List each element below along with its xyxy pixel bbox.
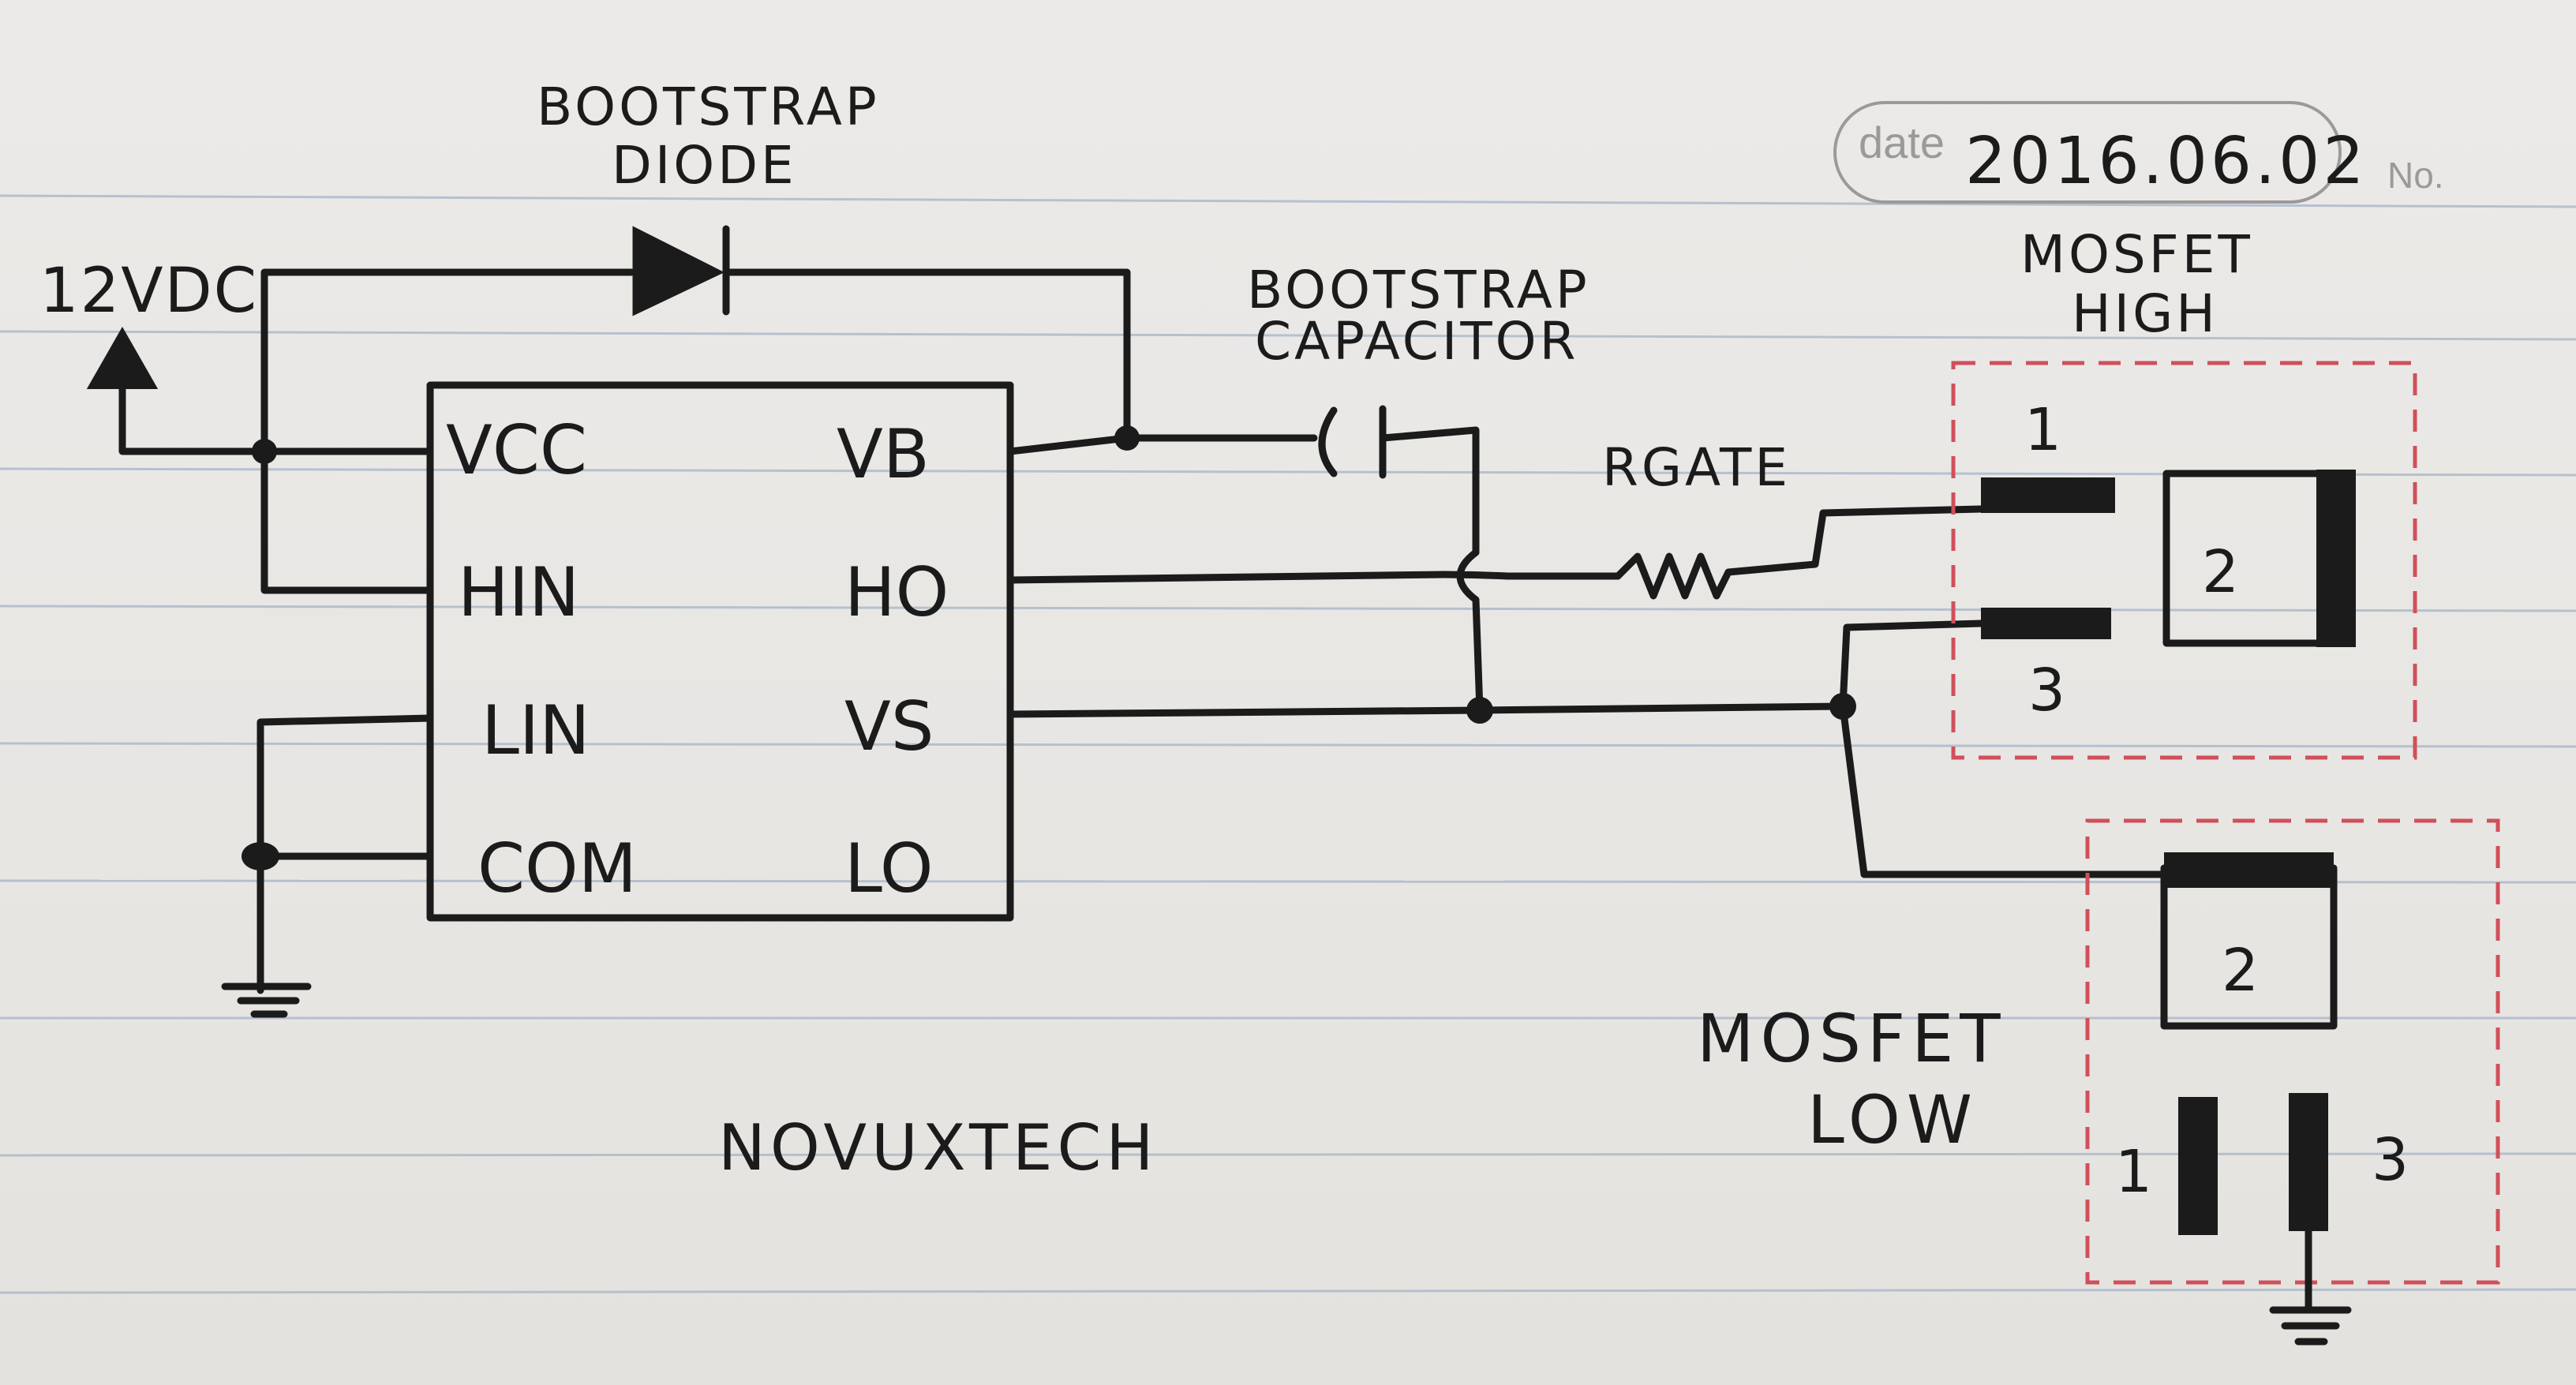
capacitor-label-line2: CAPACITOR xyxy=(1255,311,1578,372)
junction-vs-cap xyxy=(1466,697,1493,724)
mosfet-high-outline xyxy=(1951,361,2417,760)
diode-label-line2: DIODE xyxy=(612,135,797,196)
junction-com xyxy=(242,842,279,870)
date-box: date 2016.06.02 No. xyxy=(1833,101,2444,204)
mosfet-high-package xyxy=(1981,470,2356,647)
ground-wiring-left xyxy=(242,714,434,994)
pin-vb: VB xyxy=(837,415,930,494)
pin-com: COM xyxy=(477,829,637,908)
pin-vs: VS xyxy=(844,687,934,766)
mosfet-low-pin1: 1 xyxy=(2115,1138,2152,1206)
bootstrap-capacitor-icon xyxy=(1318,405,1484,714)
mosfet-low-pin2: 2 xyxy=(2222,937,2259,1005)
date-label: date xyxy=(1859,118,1945,167)
number-label: No. xyxy=(2387,155,2444,196)
pin-ho: HO xyxy=(844,553,949,632)
ground-icon-left xyxy=(221,983,312,1018)
vcc-wiring xyxy=(118,268,635,594)
junction-vb xyxy=(1114,425,1140,451)
date-value: 2016.06.02 xyxy=(1965,124,2368,199)
pin-hin: HIN xyxy=(458,553,579,632)
pin-vcc: VCC xyxy=(446,411,587,490)
vs-wiring xyxy=(1006,620,2168,878)
mosfet-high-pin2: 2 xyxy=(2202,538,2239,606)
mosfet-low-title-line2: LOW xyxy=(1807,1081,1979,1159)
bootstrap-diode-icon xyxy=(632,225,1131,442)
mosfet-high-pin1: 1 xyxy=(2024,396,2061,464)
driver-ic-box xyxy=(426,381,1014,922)
signature: NOVUXTECH xyxy=(718,1111,1159,1185)
pin-lin: LIN xyxy=(481,691,590,770)
ground-icon-right xyxy=(2269,1306,2352,1346)
driver-left-pins: VCC HIN LIN COM xyxy=(446,411,637,908)
pin-lo: LO xyxy=(844,829,934,908)
vb-wiring xyxy=(1006,425,1318,455)
mosfet-high-title-line2: HIGH xyxy=(2072,283,2218,344)
ho-wiring xyxy=(1006,505,1985,600)
capacitor-label-line1: BOOTSTRAP xyxy=(1247,260,1590,320)
junction-vcc xyxy=(252,439,277,464)
supply-label: 12VDC xyxy=(39,256,258,327)
mosfet-high-pin3: 3 xyxy=(2028,657,2065,724)
resistor-label: RGATE xyxy=(1602,437,1791,498)
mosfet-low-package xyxy=(2160,852,2338,1310)
driver-right-pins: VB HO VS LO xyxy=(837,415,949,908)
mosfet-high-title-line1: MOSFET xyxy=(2020,224,2253,285)
gate-resistor-icon xyxy=(1614,505,1985,600)
diode-label-line1: BOOTSTRAP xyxy=(537,77,880,137)
mosfet-low-title-line1: MOSFET xyxy=(1697,1000,2007,1077)
supply-arrow-icon xyxy=(86,326,159,389)
mosfet-low-pin3: 3 xyxy=(2372,1126,2409,1194)
